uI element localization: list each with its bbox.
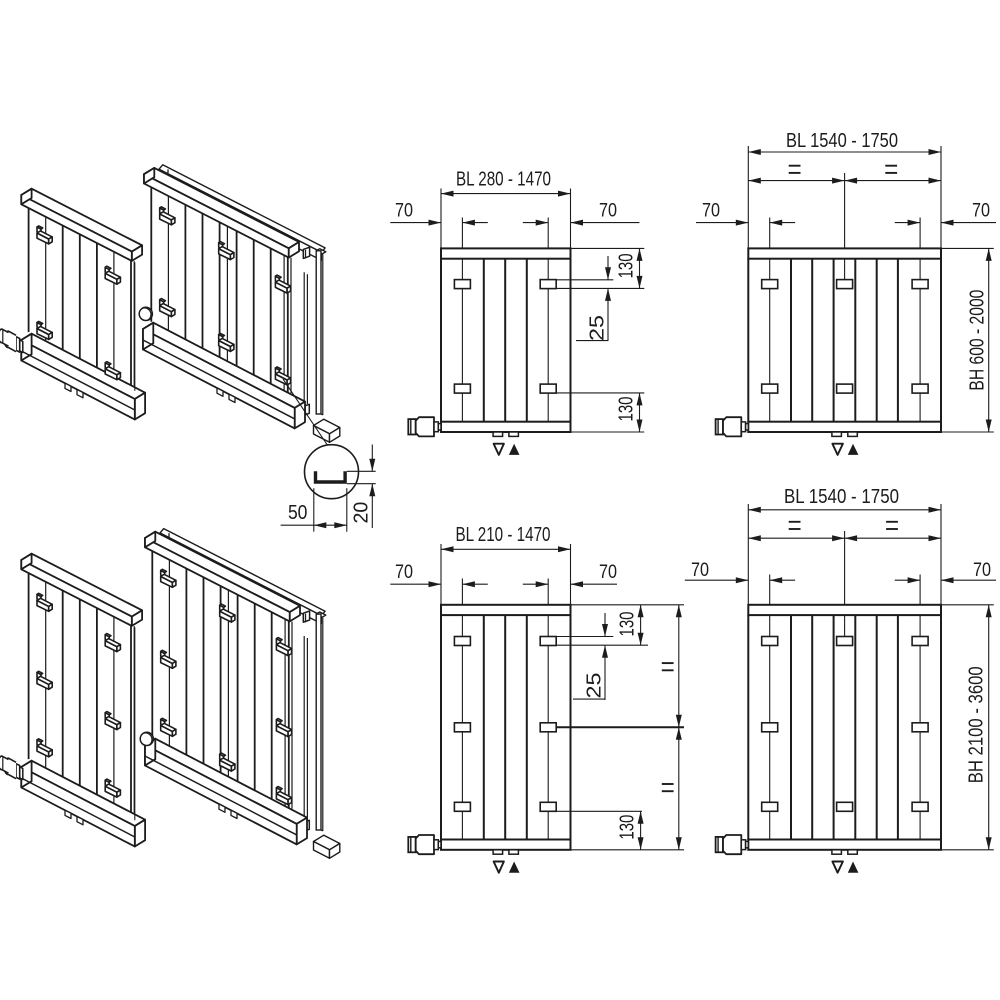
svg-text:130: 130 bbox=[616, 612, 639, 637]
svg-text:70: 70 bbox=[691, 560, 709, 581]
svg-text:BL 1540 - 1750: BL 1540 - 1750 bbox=[786, 129, 898, 152]
svg-text:130: 130 bbox=[615, 397, 638, 422]
svg-text:BL 280 - 1470: BL 280 - 1470 bbox=[456, 168, 551, 191]
svg-text:70: 70 bbox=[702, 200, 720, 221]
svg-text:130: 130 bbox=[615, 253, 638, 278]
svg-text:50: 50 bbox=[288, 501, 308, 524]
svg-text:BH 600 - 2000: BH 600 - 2000 bbox=[966, 290, 989, 391]
svg-text:130: 130 bbox=[616, 815, 639, 840]
svg-text:25: 25 bbox=[586, 315, 609, 341]
svg-text:70: 70 bbox=[395, 200, 413, 221]
svg-text:BL 210 - 1470: BL 210 - 1470 bbox=[456, 523, 551, 546]
svg-text:70: 70 bbox=[599, 200, 617, 221]
svg-text:BH 2100 - 3600: BH 2100 - 3600 bbox=[965, 666, 988, 783]
svg-text:70: 70 bbox=[973, 560, 991, 581]
svg-text:70: 70 bbox=[599, 562, 617, 583]
svg-text:70: 70 bbox=[972, 200, 990, 221]
svg-text:70: 70 bbox=[395, 562, 413, 583]
svg-text:20: 20 bbox=[350, 502, 373, 524]
svg-text:25: 25 bbox=[583, 673, 606, 699]
svg-text:BL 1540 - 1750: BL 1540 - 1750 bbox=[784, 485, 899, 508]
